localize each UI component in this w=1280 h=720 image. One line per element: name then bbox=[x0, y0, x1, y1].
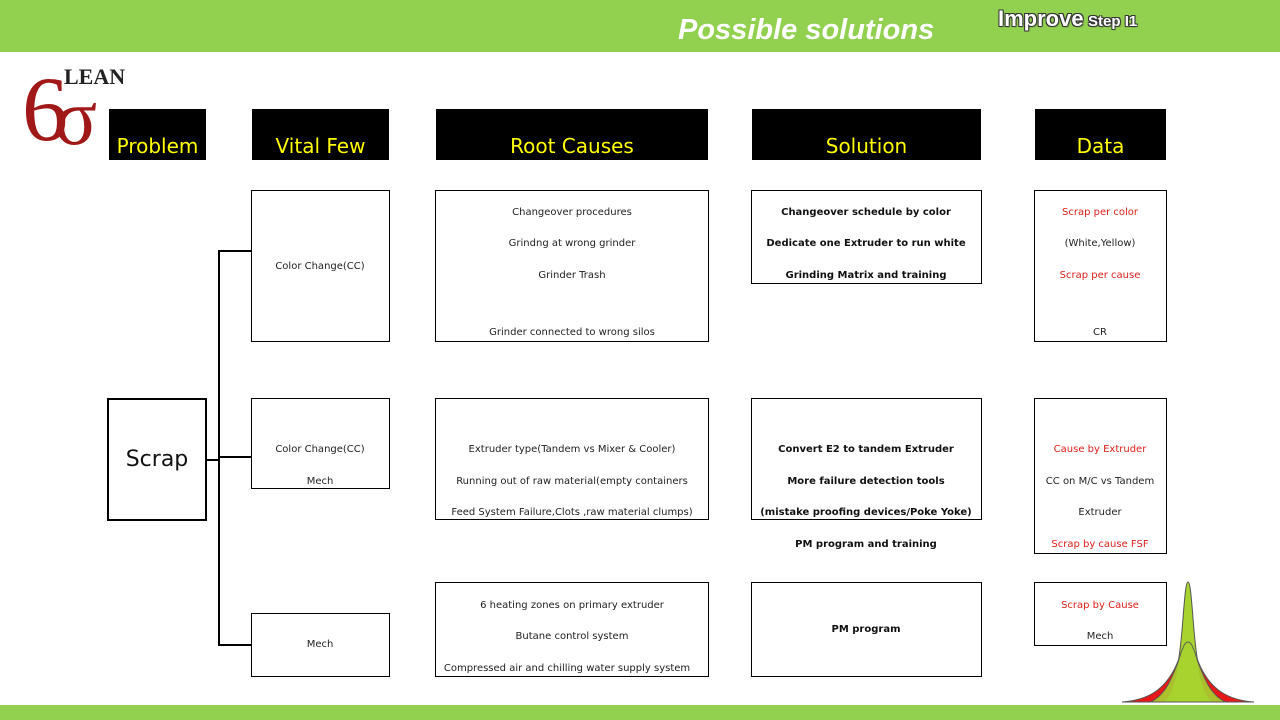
overlap-curve bbox=[1149, 641, 1227, 703]
g2-cause-3: Feed System Failure,Clots ,raw material … bbox=[451, 507, 693, 518]
g2-cause-1: Extruder type(Tandem vs Mixer & Cooler) bbox=[468, 444, 676, 455]
g1-solution-3: Grinding Matrix and training bbox=[785, 270, 947, 281]
header-solution: Solution bbox=[752, 109, 981, 160]
g3-data-1: Scrap by Cause bbox=[1061, 600, 1139, 611]
g1-cause-1: Changeover procedures bbox=[512, 207, 632, 218]
connector-main bbox=[207, 459, 219, 461]
logo-lean-text: LEAN bbox=[64, 64, 125, 89]
lean-six-sigma-logo: 6 σ LEAN bbox=[22, 58, 125, 152]
header-vital-few: Vital Few bbox=[252, 109, 389, 160]
connector-branch-3 bbox=[218, 644, 252, 646]
g2-solution-1: Convert E2 to tandem Extruder bbox=[778, 444, 954, 455]
logo-sigma: σ bbox=[54, 74, 97, 152]
g3-causes-box bbox=[435, 582, 709, 677]
g2-solution-3: (mistake proofing devices/Poke Yoke) bbox=[760, 507, 972, 518]
g2-data-1: Cause by Extruder bbox=[1053, 444, 1147, 455]
g2-solution-4: PM program and training bbox=[795, 539, 937, 550]
g1-cause-3: Grinder Trash bbox=[538, 270, 606, 281]
g2-data-4: Scrap by cause FSF bbox=[1051, 539, 1149, 550]
g1-cause-4: Grinder connected to wrong silos bbox=[489, 327, 655, 338]
g3-cause-2: Butane control system bbox=[515, 631, 629, 642]
problem-box: Scrap bbox=[107, 398, 207, 521]
g1-data-2: (White,Yellow) bbox=[1064, 238, 1136, 249]
g3-solution-box bbox=[751, 582, 982, 677]
header-problem: Problem bbox=[109, 109, 206, 160]
g1-vital-box bbox=[251, 190, 390, 342]
connector-branch-2 bbox=[218, 456, 252, 458]
g3-cause-3: Compressed air and chilling water supply… bbox=[443, 663, 691, 674]
g2-solution-2: More failure detection tools bbox=[787, 476, 945, 487]
g1-causes-box bbox=[435, 190, 709, 342]
g1-solution-box bbox=[751, 190, 982, 284]
g2-causes-box bbox=[435, 398, 709, 520]
bell-curve-icon bbox=[1121, 581, 1255, 703]
bottom-banner bbox=[0, 705, 1280, 720]
g1-data-box bbox=[1034, 190, 1167, 342]
g3-cause-1: 6 heating zones on primary extruder bbox=[480, 600, 664, 611]
step-label: Improve Step I1 bbox=[998, 6, 1137, 32]
g3-data-box bbox=[1034, 582, 1167, 646]
logo-six: 6 bbox=[22, 58, 68, 152]
connector-branch-1 bbox=[218, 250, 252, 252]
g1-vital-text: Color Change(CC) bbox=[275, 261, 365, 272]
g2-data-3: Extruder bbox=[1078, 507, 1122, 518]
g1-solution-2: Dedicate one Extruder to run white bbox=[766, 238, 966, 249]
header-data: Data bbox=[1035, 109, 1166, 160]
step-small: Step I1 bbox=[1088, 13, 1138, 30]
step-big: Improve bbox=[998, 6, 1084, 31]
g1-solution-1: Changeover schedule by color bbox=[781, 207, 951, 218]
header-root-causes: Root Causes bbox=[436, 109, 708, 160]
connector-vertical bbox=[218, 250, 220, 645]
top-banner bbox=[0, 0, 1280, 52]
slide-title: Possible solutions bbox=[678, 14, 935, 46]
g2-cause-2: Running out of raw material(empty contai… bbox=[456, 476, 688, 487]
g1-data-3: Scrap per cause bbox=[1059, 270, 1141, 281]
g3-vital-box bbox=[251, 613, 390, 677]
g2-solution-box bbox=[751, 398, 982, 520]
g2-vital-box bbox=[251, 398, 390, 489]
g3-data-2: Mech bbox=[1086, 631, 1114, 642]
g1-data-1: Scrap per color bbox=[1061, 207, 1139, 218]
g2-vital-2: Mech bbox=[306, 476, 334, 487]
g1-cause-2: Grindng at wrong grinder bbox=[508, 238, 636, 249]
g2-vital-1: Color Change(CC) bbox=[275, 444, 365, 455]
g2-data-box bbox=[1034, 398, 1167, 554]
g3-solution: PM program bbox=[831, 624, 901, 635]
g1-data-4: CR bbox=[1093, 327, 1107, 338]
g2-data-2: CC on M/C vs Tandem bbox=[1045, 476, 1155, 487]
g3-vital-text: Mech bbox=[306, 639, 334, 650]
